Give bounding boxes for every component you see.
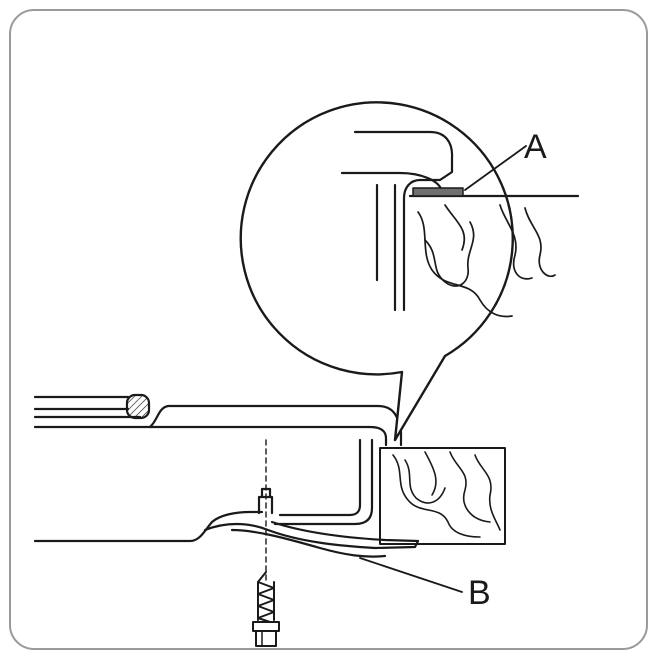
counter-block [379,447,506,545]
unit-body [148,404,403,526]
top-panel [33,393,152,429]
bottom-rail [33,510,264,543]
callout-label-a: A [524,128,547,166]
detail-wood-grain [417,204,556,318]
hatched-seal [125,393,151,420]
leader-a [464,145,527,191]
clamp-bracket [203,520,420,558]
leader-b [359,557,463,593]
mounting-screw-icon [252,571,280,647]
callout-label-b: B [468,574,491,612]
gasket-tape [412,187,464,197]
